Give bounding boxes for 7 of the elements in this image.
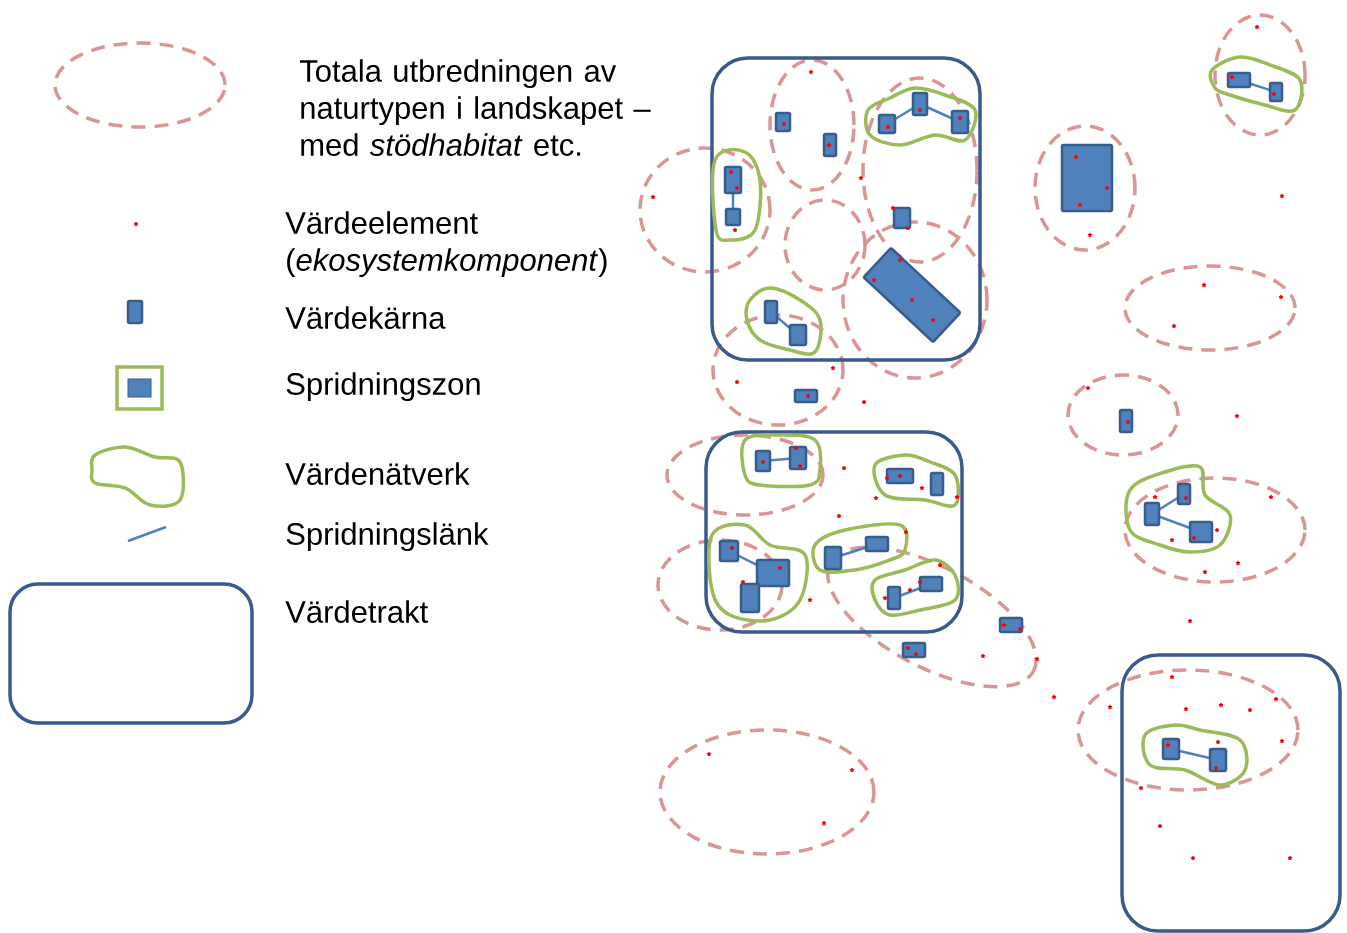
legend-text: Värdekärna [285,306,446,329]
legend-text: Spridningslänk [286,522,489,552]
legend-text: Värdeelement (ekosystemkomponent) [285,211,607,278]
legend-text: Värdetrakt [285,600,428,623]
legend-text: Värdenätverk [285,462,470,485]
legend-text: Totala utbredningen av naturtypen i landskapet – med stödhabitat etc. [299,59,651,156]
legend-text: Spridningszon [286,372,480,402]
